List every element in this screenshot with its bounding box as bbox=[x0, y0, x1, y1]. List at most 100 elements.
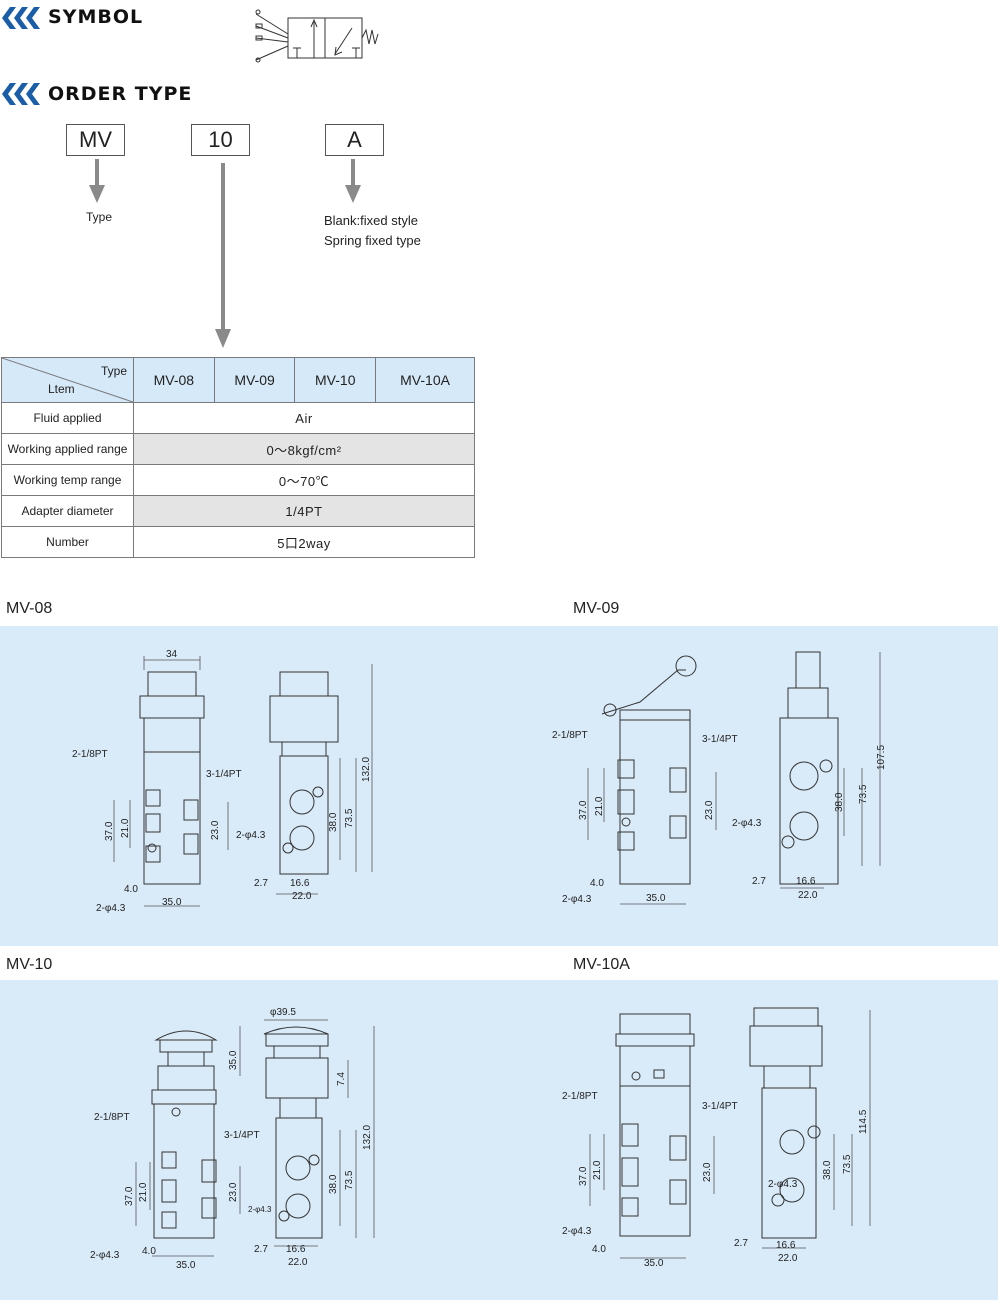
dim-label: 35.0 bbox=[176, 1260, 196, 1271]
drawing-mv10a: 2-1/8PT 3-1/4PT 37.0 21.0 23.0 2-φ4.3 4.… bbox=[562, 1007, 871, 1269]
dim-label: 2-φ4.3 bbox=[768, 1179, 798, 1190]
header-type: Type bbox=[100, 364, 127, 378]
dim-label: 4.0 bbox=[124, 884, 138, 895]
table-corner-cell: Type Ltem bbox=[1, 357, 134, 403]
table-row: Fluid applied Air bbox=[1, 402, 475, 434]
chevron-icon bbox=[2, 83, 40, 105]
dim-label: 107.5 bbox=[876, 745, 887, 770]
dim-label: 2-1/8PT bbox=[552, 730, 588, 741]
model-header: MV-10 bbox=[294, 357, 377, 403]
drawing-mv09: 2-1/8PT 3-1/4PT 37.0 21.0 23.0 4.0 2-φ4.… bbox=[552, 651, 887, 905]
dim-label: 23.0 bbox=[702, 1162, 713, 1182]
dim-label: 16.6 bbox=[796, 876, 816, 887]
row-value: Air bbox=[133, 402, 475, 434]
dim-label: 114.5 bbox=[858, 1109, 869, 1134]
dim-label: 38.0 bbox=[834, 792, 845, 812]
dim-label: 73.5 bbox=[344, 808, 355, 828]
dim-label: 2-φ4.3 bbox=[236, 830, 266, 841]
row-label: Fluid applied bbox=[1, 402, 134, 434]
dim-label: 37.0 bbox=[104, 821, 115, 841]
order-type-title: ORDER TYPE bbox=[48, 83, 193, 105]
valve-symbol bbox=[255, 9, 379, 63]
row-label: Adapter diameter bbox=[1, 495, 134, 527]
dim-label: 3-1/4PT bbox=[702, 1101, 738, 1112]
dim-label: 22.0 bbox=[798, 890, 818, 901]
model-header: MV-08 bbox=[133, 357, 215, 403]
header-item: Ltem bbox=[48, 382, 75, 396]
drawing-mv08: 34 2-1/8PT 3-1/4PT 37.0 21.0 23.0 4.0 2-… bbox=[72, 649, 373, 914]
option-line-2: Spring fixed type bbox=[324, 233, 421, 248]
dim-label: 21.0 bbox=[592, 1160, 603, 1180]
dim-label: 73.5 bbox=[344, 1170, 355, 1190]
dim-label: 35.0 bbox=[162, 897, 182, 908]
drawing-panel-bottom bbox=[0, 980, 998, 1300]
dim-label: 38.0 bbox=[822, 1160, 833, 1180]
symbol-title: SYMBOL bbox=[48, 6, 144, 28]
dim-label: 3-1/4PT bbox=[702, 734, 738, 745]
drawing-title-mv10: MV-10 bbox=[6, 956, 53, 973]
dim-label: 4.0 bbox=[590, 878, 604, 889]
code-box-size: 10 bbox=[191, 124, 250, 156]
dim-label: 34 bbox=[166, 649, 178, 660]
row-value: 0～8kgf/cm² bbox=[133, 433, 475, 465]
dim-label: 22.0 bbox=[292, 891, 312, 902]
dim-label: 37.0 bbox=[124, 1186, 135, 1206]
row-label: Working applied range bbox=[1, 433, 134, 465]
drawing-title-mv08: MV-08 bbox=[6, 600, 53, 617]
drawing-title-mv10a: MV-10A bbox=[573, 956, 630, 973]
dim-label: 2.7 bbox=[734, 1238, 748, 1249]
row-value: 0～70℃ bbox=[133, 464, 475, 496]
dim-label: 37.0 bbox=[578, 1166, 589, 1186]
spec-table: Type Ltem MV-08 MV-09 MV-10 MV-10A Fluid… bbox=[1, 357, 475, 558]
dim-label: 2.7 bbox=[254, 1244, 268, 1255]
row-value: 5口2way bbox=[133, 526, 475, 558]
table-row: Working temp range 0～70℃ bbox=[1, 464, 475, 496]
model-header: MV-09 bbox=[213, 357, 296, 403]
dim-label: 2-φ4.3 bbox=[96, 903, 126, 914]
row-label: Working temp range bbox=[1, 464, 134, 496]
drawing-mv10: φ39.5 35.0 7.4 2-1/8PT 3-1/4PT 37.0 21.0… bbox=[90, 1007, 375, 1271]
dim-label: 38.0 bbox=[328, 812, 339, 832]
dim-label: 2-φ4.3 bbox=[562, 894, 592, 905]
dim-label: 23.0 bbox=[704, 800, 715, 820]
dim-label: 2-φ4.3 bbox=[248, 1205, 272, 1214]
dim-label: 2-φ4.3 bbox=[90, 1250, 120, 1261]
code-box-series: MV bbox=[66, 124, 125, 156]
order-arrows bbox=[89, 159, 361, 348]
code-box-option: A bbox=[325, 124, 384, 156]
dim-label: 132.0 bbox=[361, 757, 372, 782]
dim-label: 22.0 bbox=[288, 1257, 308, 1268]
dim-label: 21.0 bbox=[594, 796, 605, 816]
dim-label: 35.0 bbox=[644, 1258, 664, 1269]
dim-label: 7.4 bbox=[336, 1072, 347, 1086]
drawing-title-mv09: MV-09 bbox=[573, 600, 620, 617]
dim-label: 35.0 bbox=[646, 893, 666, 904]
dim-label: 73.5 bbox=[858, 784, 869, 804]
dim-label: 21.0 bbox=[138, 1182, 149, 1202]
dim-label: 38.0 bbox=[328, 1174, 339, 1194]
table-row: Working applied range 0～8kgf/cm² bbox=[1, 433, 475, 465]
dim-label: 23.0 bbox=[228, 1182, 239, 1202]
dim-label: 2-φ4.3 bbox=[732, 818, 762, 829]
dim-label: 16.6 bbox=[290, 878, 310, 889]
dim-label: 3-1/4PT bbox=[224, 1130, 260, 1141]
dim-label: 16.6 bbox=[776, 1240, 796, 1251]
dim-label: 3-1/4PT bbox=[206, 769, 242, 780]
row-label: Number bbox=[1, 526, 134, 558]
dim-label: 4.0 bbox=[142, 1246, 156, 1257]
chevron-icon bbox=[2, 7, 40, 29]
type-label: Type bbox=[86, 210, 113, 224]
dim-label: 2-1/8PT bbox=[94, 1112, 130, 1123]
dim-label: 22.0 bbox=[778, 1253, 798, 1264]
dim-label: 73.5 bbox=[842, 1154, 853, 1174]
dim-label: 21.0 bbox=[120, 818, 131, 838]
dim-label: 2.7 bbox=[254, 878, 268, 889]
dim-label: 2-1/8PT bbox=[562, 1091, 598, 1102]
dim-label: 2.7 bbox=[752, 876, 766, 887]
dim-label: 2-1/8PT bbox=[72, 749, 108, 760]
table-row: Number 5口2way bbox=[1, 526, 475, 558]
option-line-1: Blank:fixed style bbox=[324, 213, 418, 228]
model-header: MV-10A bbox=[375, 357, 475, 403]
dim-label: 132.0 bbox=[362, 1125, 373, 1150]
dim-label: 35.0 bbox=[228, 1050, 239, 1070]
